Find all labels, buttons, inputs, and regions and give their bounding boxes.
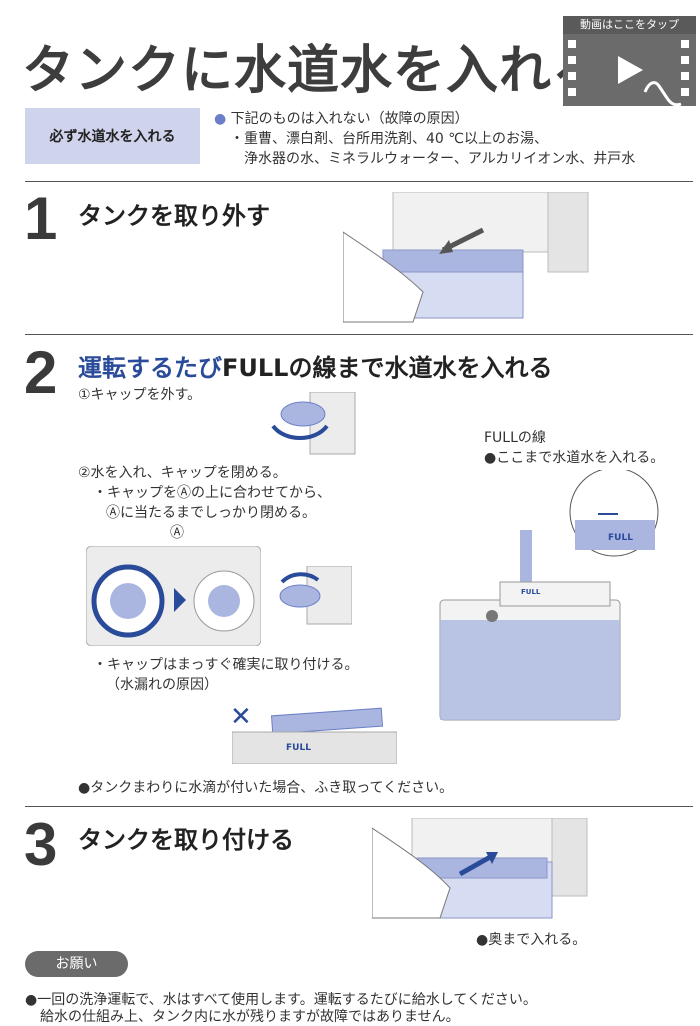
section-divider [25,806,693,807]
step3-number: 3 [24,811,58,878]
video-thumbnail[interactable] [563,34,696,106]
request-line2: 給水の仕組み上、タンク内に水が残りますが故障ではありません。 [40,1009,460,1025]
page-title: タンクに水道水を入れる [22,41,606,101]
step1-title: タンクを取り外す [78,202,270,230]
prohibited-items-line1: ・重曹、漂白剤、台所用洗剤、40 ℃以上のお湯、 [230,131,548,147]
step2-number: 2 [24,339,58,406]
wrong-cap-illustration [232,706,397,764]
tank-fill-illustration [430,470,680,730]
step2-sub2-line2: Ⓐに当たるまでしっかり閉める。 [106,505,316,521]
step2-sub2: ②水を入れ、キャップを閉める。 [78,465,287,481]
wrong-mark-icon: ✕ [230,702,252,732]
step2-sub1: ①キャップを外す。 [78,387,202,403]
full-line-note: ●ここまで水道水を入れる。 [484,450,665,466]
step3-illustration [372,818,592,926]
request-line1: ●一回の洗浄運転で、水はすべて使用します。運転するたびに給水してください。 [25,992,537,1008]
cap-align-illustration [86,546,261,646]
request-badge: お願い [25,951,128,977]
step1-number: 1 [24,185,58,252]
full-line-label: FULLの線 [484,430,546,446]
step2-title-highlight: 運転するたび [78,354,222,382]
play-video-icon [568,40,689,106]
cap-straight-note: ・キャップはまっすぐ確実に取り付ける。 [93,657,359,673]
bullet-dot: ● [214,111,227,127]
step1-illustration [343,192,593,327]
cap-remove-illustration [265,392,360,457]
step2-sub2-line1: ・キャップをⒶの上に合わせてから、 [93,485,331,501]
full-label-small: FULL [286,743,311,753]
wipe-note: ●タンクまわりに水滴が付いた場合、ふき取ってください。 [78,780,454,796]
marker-a: Ⓐ [170,525,184,541]
video-link-label[interactable]: 動画はここをタップ [563,16,696,34]
cap-leak-note: （水漏れの原因） [106,677,218,693]
step3-note: ●奥まで入れる。 [476,932,587,948]
section-divider [25,181,693,182]
step3-title: タンクを取り付ける [78,826,294,854]
step2-title: 運転するたびFULLの線まで水道水を入れる [78,354,553,382]
must-use-tap-water-label: 必ず水道水を入れる [25,108,200,164]
full-label-tank: FULL [521,588,541,596]
full-label-zoom: FULL [608,533,633,543]
prohibited-items-line2: 浄水器の水、ミネラルウォーター、アルカリイオン水、井戸水 [244,151,636,167]
cap-close-illustration [262,566,352,626]
prohibited-note-title: ● 下記のものは入れない（故障の原因） [214,111,469,127]
section-divider [25,334,693,335]
